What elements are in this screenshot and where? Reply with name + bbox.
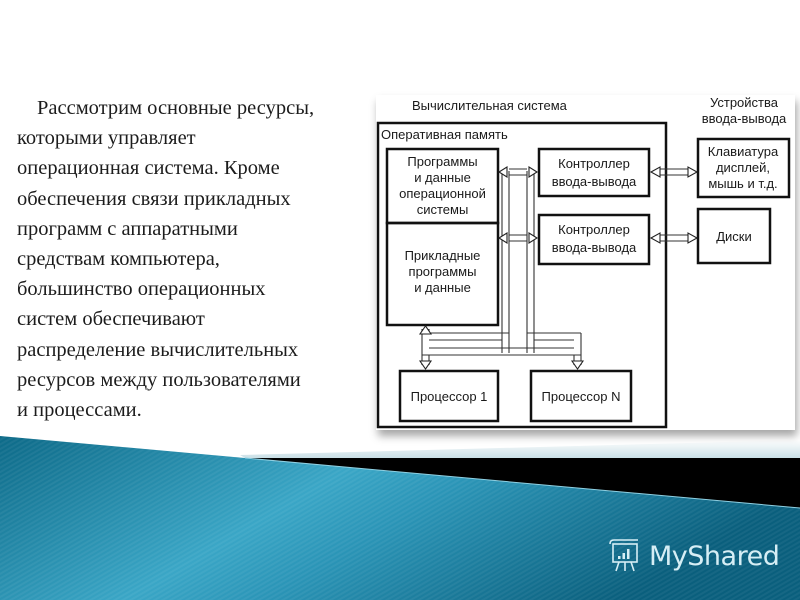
myshared-logo: MyShared bbox=[607, 536, 780, 576]
app-programs-line: программы bbox=[409, 264, 477, 279]
os-programs-line: Программы bbox=[407, 154, 477, 169]
presentation-chart-icon bbox=[609, 539, 638, 572]
body-line: и процессами. bbox=[17, 399, 142, 422]
ram-label: Оперативная память bbox=[381, 127, 508, 142]
body-line: обеспечения связи прикладных bbox=[17, 187, 291, 210]
app-programs-line: и данные bbox=[414, 280, 471, 295]
body-line: операционная система. Кроме bbox=[17, 157, 280, 180]
controller2-line: ввода-вывода bbox=[552, 240, 637, 255]
system-title: Вычислительная система bbox=[412, 98, 568, 113]
controller1-line: Контроллер bbox=[558, 156, 630, 171]
controller1-line: ввода-вывода bbox=[552, 174, 637, 189]
controller2-line: Контроллер bbox=[558, 222, 630, 237]
body-line: систем обеспечивают bbox=[17, 308, 205, 331]
device1-line: дисплей, bbox=[716, 160, 770, 175]
processorN-label: Процессор N bbox=[542, 389, 621, 404]
body-line: ресурсов между пользователями bbox=[17, 368, 301, 391]
computing-system-diagram: Вычислительная система Устройства ввода-… bbox=[376, 95, 795, 430]
device1-line: мышь и т.д. bbox=[708, 176, 777, 191]
system-box bbox=[376, 121, 668, 429]
body-line: которыми управляет bbox=[17, 127, 196, 150]
os-programs-line: и данные bbox=[414, 170, 471, 185]
io-devices-title-2: ввода-вывода bbox=[702, 111, 787, 126]
body-text: Рассмотрим основные ресурсы, которыми уп… bbox=[17, 93, 377, 425]
app-programs-line: Прикладные bbox=[405, 248, 481, 263]
body-line: средствам компьютера, bbox=[17, 248, 220, 271]
body-line: распределение вычислительных bbox=[17, 338, 299, 361]
device2-label: Диски bbox=[716, 229, 752, 244]
body-line: большинство операционных bbox=[17, 278, 266, 301]
os-programs-line: системы bbox=[417, 202, 469, 217]
body-line: Рассмотрим основные ресурсы, bbox=[37, 97, 315, 119]
os-programs-line: операционной bbox=[399, 186, 486, 201]
brand-name: MyShared bbox=[649, 540, 780, 572]
processor1-label: Процессор 1 bbox=[411, 389, 488, 404]
body-line: программ с аппаратными bbox=[17, 217, 238, 240]
io-devices-title: Устройства bbox=[710, 95, 779, 110]
device1-line: Клавиатура bbox=[708, 144, 779, 159]
